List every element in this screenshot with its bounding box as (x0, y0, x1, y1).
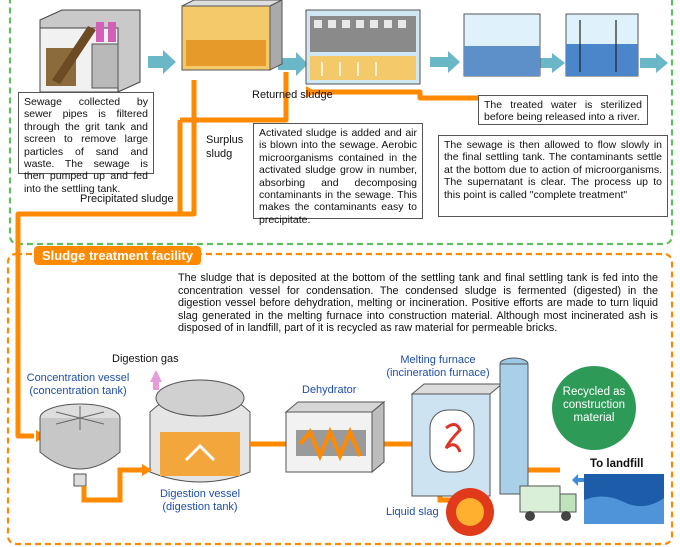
truck-illustration (519, 485, 577, 521)
dehydrator-illustration (284, 400, 386, 474)
recycled-circle (552, 366, 636, 450)
gas-arrow (150, 370, 162, 382)
digestion-gas-label: Digestion gas (112, 353, 179, 365)
sterilized-caption: The treated water is sterilized before b… (478, 95, 648, 125)
dehydrator-label: Dehydrator (302, 384, 357, 396)
final-settling-tanks (463, 13, 639, 77)
settling-tank-illustration (181, 0, 283, 71)
water-flow-arrows (148, 50, 668, 76)
digestion-vessel-label: Digestion vessel (digestion tank) (159, 488, 241, 513)
melting-furnace-label: Melting furnace (incineration furnace) (386, 354, 490, 379)
liquid-slag-label: Liquid slag (386, 506, 439, 518)
section-title: Sludge treatment facility (34, 246, 201, 265)
precipitated-sludge-label: Precipitated sludge (80, 193, 174, 205)
grit-tank-illustration (39, 9, 141, 93)
final-settling-caption: The sewage is then allowed to flow slowl… (438, 135, 668, 217)
melting-furnace-illustration (410, 383, 504, 497)
activated-sludge-caption: Activated sludge is added and air is blo… (253, 123, 423, 226)
chimney-illustration (499, 357, 529, 495)
to-landfill-label: To landfill (590, 458, 644, 470)
concentration-vessel-label: Concentration vessel (concentration tank… (26, 372, 130, 397)
recycled-label: Recycled as construction material (562, 386, 626, 424)
liquid-slag-fire (446, 488, 494, 536)
water-treatment-border (8, 0, 674, 246)
aeration-tank-illustration (305, 9, 421, 85)
sludge-facility-border (6, 252, 674, 546)
sewage-caption: Sewage collected by sewer pipes is filte… (18, 92, 154, 195)
sludge-pipes (15, 72, 540, 439)
returned-sludge-label: Returned sludge (252, 89, 333, 101)
concentration-vessel-illustration (39, 403, 121, 487)
digestion-vessel-illustration (149, 379, 251, 483)
sludge-description: The sludge that is deposited at the bott… (178, 272, 658, 335)
surplus-sludge-label: Surplus sludg (206, 134, 244, 160)
